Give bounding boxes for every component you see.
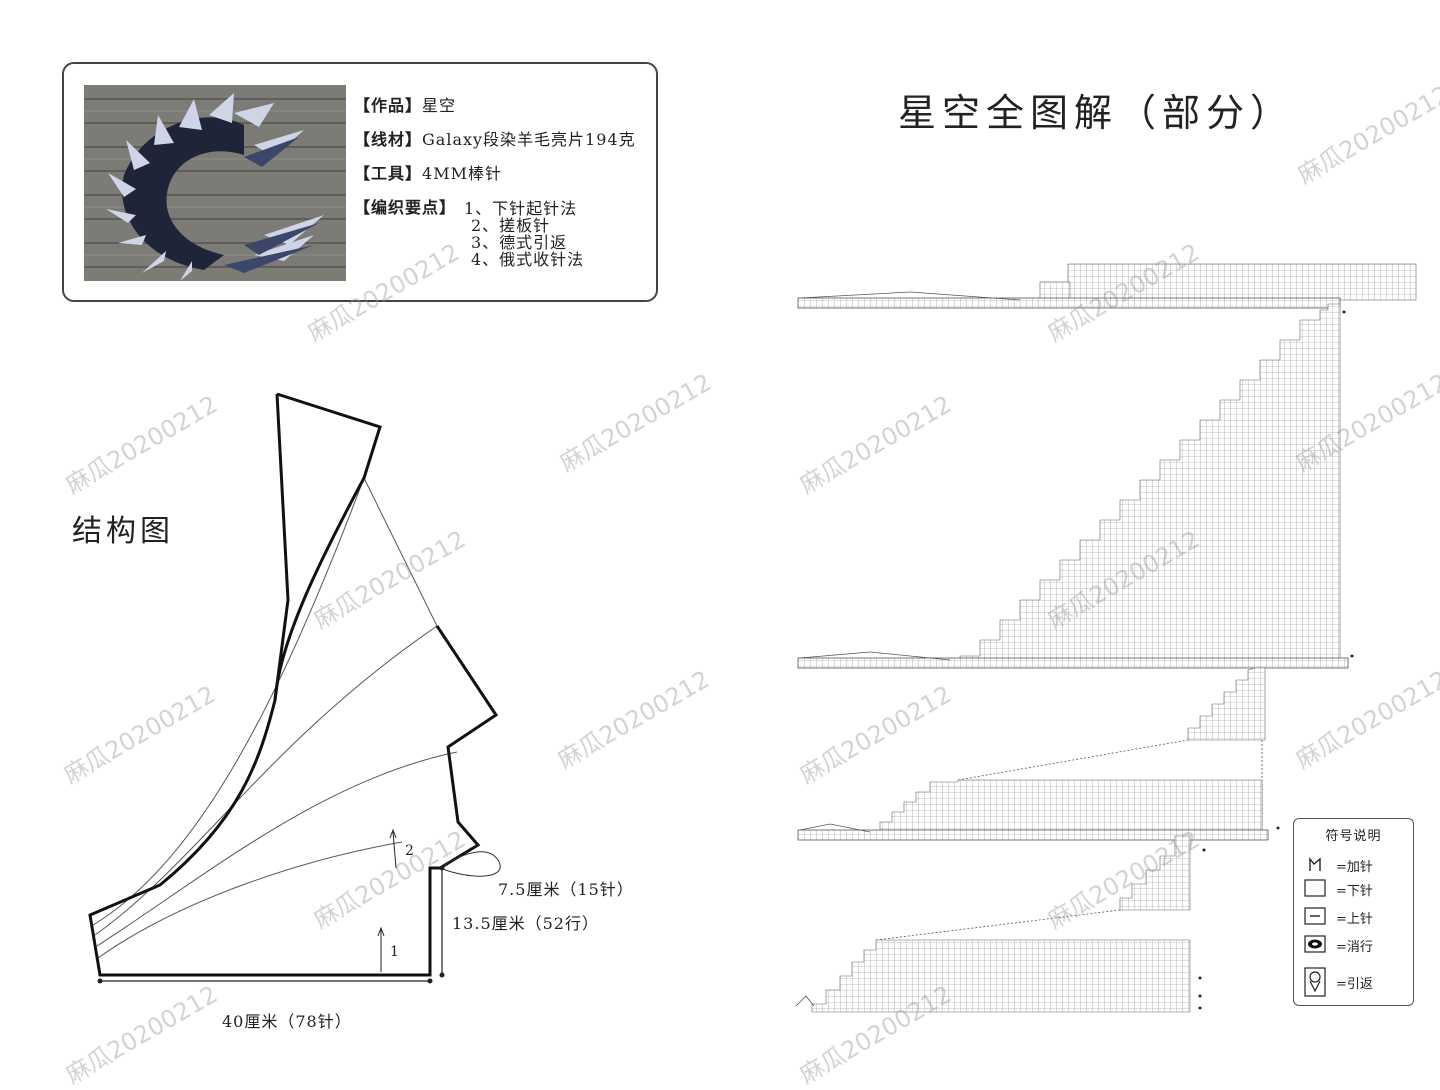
chart-title: 星空全图解（部分） xyxy=(898,91,1295,135)
chart-block-top xyxy=(797,263,1417,309)
legend-item-short-row: =引返 xyxy=(1304,967,1409,997)
key-line: 【编织要点】 xyxy=(354,198,456,218)
chart-block-middle xyxy=(797,667,1269,841)
legend-title: 符号说明 xyxy=(1325,829,1382,844)
knit-icon xyxy=(1304,879,1326,897)
short-row-icon xyxy=(1304,967,1326,997)
info-card: 【作品】星空 【线材】Galaxy段染羊毛亮片194克 【工具】4MM棒针 【编… xyxy=(62,62,658,302)
work-value: 星空 xyxy=(422,96,457,115)
tool-line: 【工具】4MM棒针 xyxy=(354,164,502,184)
marker-1: 1 xyxy=(390,944,399,960)
key-label: 【编织要点】 xyxy=(354,198,457,217)
dimension-side: 13.5厘米（52行） xyxy=(452,914,599,933)
structure-title: 结构图 xyxy=(72,514,174,549)
shawl-photo xyxy=(84,85,346,281)
legend-label-knit: =下针 xyxy=(1336,884,1373,899)
structure-diagram xyxy=(88,392,501,984)
legend-label-eliminate-row: =消行 xyxy=(1336,940,1373,955)
tool-value: 4MM棒针 xyxy=(422,164,502,183)
symbol-legend: 符号说明 =加针 =下针 =上针 =消行 =引返 xyxy=(1293,818,1414,1006)
increase-icon xyxy=(1309,857,1321,871)
step-4: 4、俄式收针法 xyxy=(471,250,585,269)
work-line: 【作品】星空 xyxy=(354,96,456,116)
yarn-value: Galaxy段染羊毛亮片194克 xyxy=(422,130,636,149)
step-3: 3、德式引返 xyxy=(471,233,568,252)
dimension-bottom: 40厘米（78针） xyxy=(222,1012,352,1031)
step-1: 1、下针起针法 xyxy=(464,199,578,218)
legend-label-increase: =加针 xyxy=(1336,860,1373,875)
legend-item-purl: =上针 xyxy=(1304,907,1409,929)
legend-item-eliminate-row: =消行 xyxy=(1304,935,1409,957)
yarn-label: 【线材】 xyxy=(354,130,423,149)
step-2: 2、搓板针 xyxy=(471,216,551,235)
legend-item-increase: =加针 xyxy=(1304,855,1409,877)
eliminate-row-icon xyxy=(1304,935,1326,953)
work-label: 【作品】 xyxy=(354,96,423,115)
yarn-line: 【线材】Galaxy段染羊毛亮片194克 xyxy=(354,130,636,150)
chart-block-bottom xyxy=(795,835,1191,1013)
legend-label-purl: =上针 xyxy=(1336,912,1373,927)
legend-label-short-row: =引返 xyxy=(1336,977,1373,992)
chart-block-triangle xyxy=(797,303,1349,669)
purl-icon xyxy=(1304,907,1326,925)
tool-label: 【工具】 xyxy=(354,164,423,183)
marker-2: 2 xyxy=(405,843,414,859)
dimension-tab: 7.5厘米（15针） xyxy=(498,880,634,899)
legend-item-knit: =下针 xyxy=(1304,879,1409,901)
